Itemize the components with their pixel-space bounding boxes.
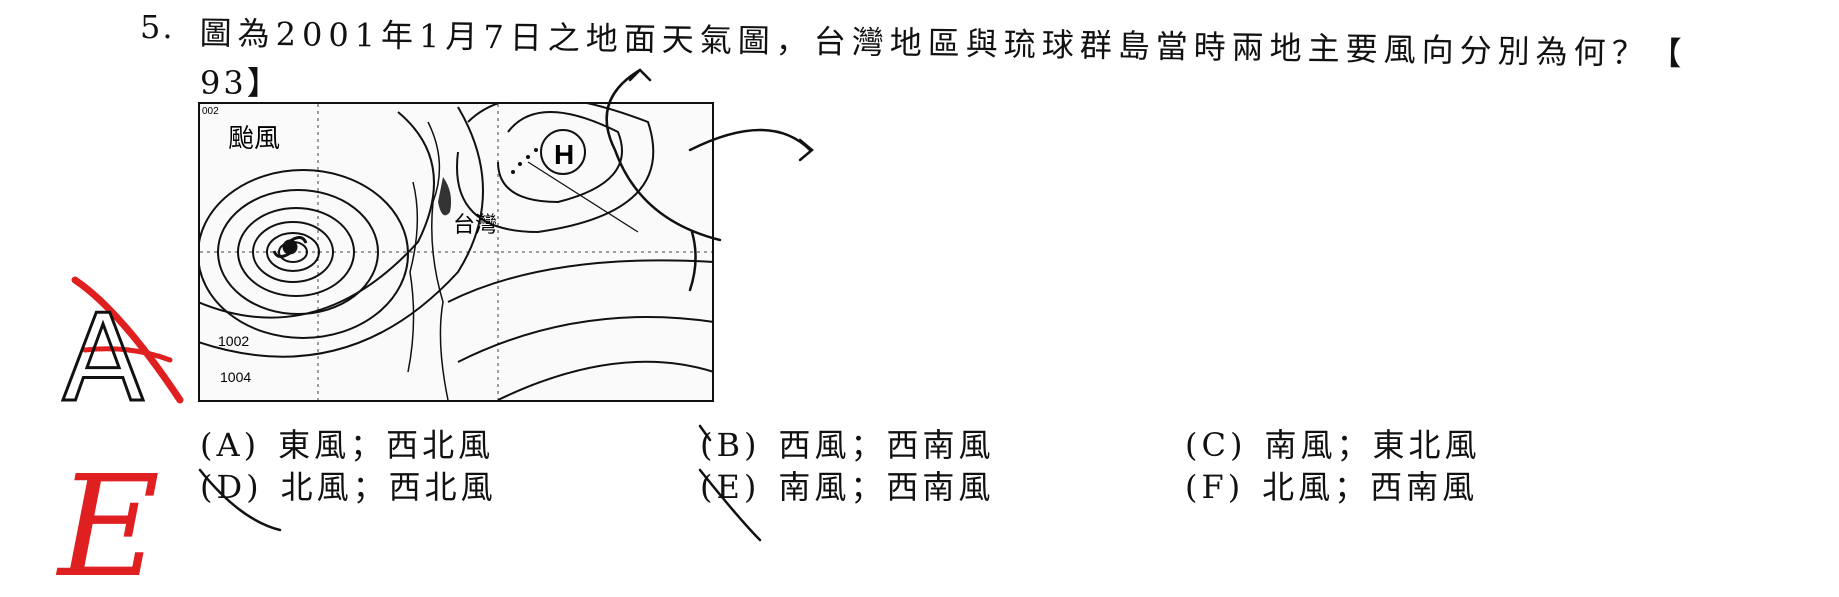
option-c[interactable]: (C) 南風；東北風	[1185, 420, 1480, 466]
option-e-label: (E)	[700, 468, 761, 506]
handwritten-answer-e: E	[55, 446, 160, 597]
option-c-text: 南風；東北風	[1264, 426, 1481, 464]
weather-map: 002 颱風 台灣 H 琉球 群島 1002 1004	[198, 102, 714, 402]
ryukyu-islands	[511, 148, 538, 174]
option-f-label: (F)	[1185, 468, 1245, 506]
option-a[interactable]: (A) 東風；西北風	[200, 420, 494, 466]
question-text: 圖為2001年1月7日之地面天氣圖，台灣地區與琉球群島當時兩地主要風向分別為何？…	[199, 13, 1688, 73]
option-b-text: 西風；西南風	[778, 426, 995, 464]
option-d-text: 北風；西北風	[280, 468, 497, 506]
red-strike-a-2	[82, 346, 173, 363]
option-d[interactable]: (D) 北風；西北風	[200, 462, 497, 508]
option-f[interactable]: (F) 北風；西南風	[1185, 462, 1478, 508]
option-d-label: (D)	[200, 468, 263, 506]
taiwan-label: 台灣	[453, 212, 497, 237]
question-tail: 93】	[200, 64, 282, 102]
isobar-1002-label: 1002	[218, 333, 249, 349]
taiwan-island	[438, 177, 452, 216]
option-e-text: 南風；西南風	[778, 468, 995, 506]
typhoon-label: 颱風	[228, 123, 280, 153]
question-number: 5.	[140, 8, 175, 46]
coastline	[407, 121, 449, 401]
option-b[interactable]: (B) 西風；西南風	[700, 420, 995, 466]
option-a-label: (A)	[200, 426, 261, 464]
option-a-text: 東風；西北風	[278, 426, 495, 464]
typhoon-isobars	[198, 106, 484, 358]
map-corner-label: 002	[202, 106, 219, 117]
high-label: H	[554, 139, 574, 170]
option-c-label: (C)	[1185, 426, 1247, 464]
option-b-label: (B)	[700, 426, 761, 464]
typhoon-symbol	[272, 236, 308, 258]
option-e[interactable]: (E) 南風；西南風	[700, 462, 994, 508]
red-strike-a	[71, 276, 184, 404]
option-f-text: 北風；西南風	[1262, 468, 1479, 506]
isobar-1004-label: 1004	[220, 369, 251, 385]
handwritten-answer-a: A	[62, 290, 144, 429]
